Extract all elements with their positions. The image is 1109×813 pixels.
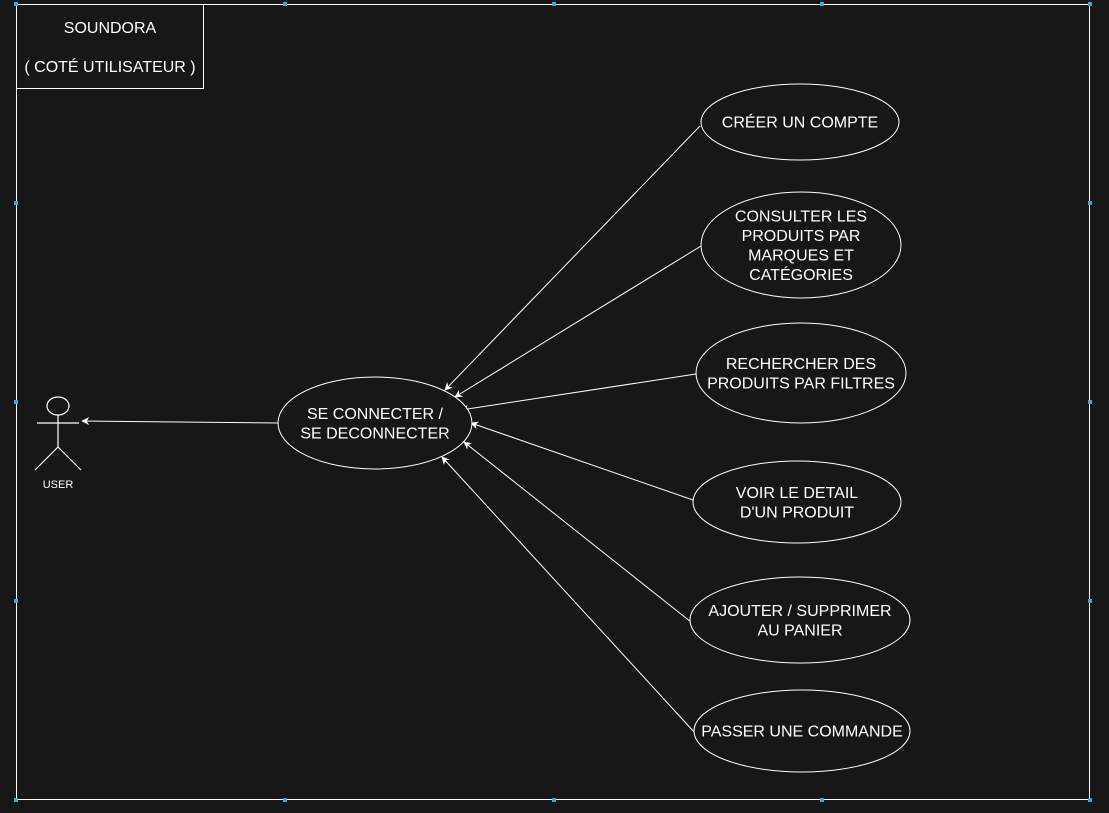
resize-handle[interactable]: [14, 2, 18, 6]
use-case-label-line: MARQUES ET: [748, 247, 854, 264]
frame-title-line-1: SOUNDORA: [64, 20, 157, 37]
frame-title-line-2: ( COTÉ UTILISATEUR ): [24, 57, 195, 76]
resize-handle[interactable]: [820, 798, 824, 802]
use-case-label-line: CONSULTER LES: [735, 208, 867, 225]
use-case-label-line: SE DECONNECTER: [300, 425, 449, 442]
use-case-ellipse: [700, 191, 902, 299]
use-case-label-line: SE CONNECTER /: [307, 406, 444, 423]
use-case-label: PASSER UNE COMMANDE: [701, 724, 903, 741]
association-line-place-order[interactable]: [441, 456, 696, 734]
resize-handle[interactable]: [283, 2, 287, 6]
resize-handle[interactable]: [552, 798, 556, 802]
stick-figure-icon: [34, 396, 82, 471]
use-case-label-line: PRODUITS PAR FILTRES: [707, 375, 895, 392]
use-case-label-line: VOIR LE DETAIL: [736, 485, 859, 502]
resize-handle[interactable]: [1088, 798, 1092, 802]
use-case-label: AJOUTER / SUPPRIMER AU PANIER: [708, 603, 891, 640]
use-case-label-line: D'UN PRODUIT: [740, 504, 854, 521]
use-case-label: SE CONNECTER / SE DECONNECTER: [300, 406, 449, 443]
association-line-browse-products[interactable]: [454, 245, 702, 398]
resize-handle[interactable]: [14, 400, 18, 404]
use-case-view-product-detail[interactable]: VOIR LE DETAIL D'UN PRODUIT: [692, 460, 902, 544]
use-case-create-account[interactable]: CRÉER UN COMPTE: [700, 83, 900, 161]
use-case-ellipse: [692, 460, 902, 544]
use-case-label-line: AU PANIER: [757, 622, 842, 639]
actor-user[interactable]: USER: [34, 396, 82, 491]
use-case-label: VOIR LE DETAIL D'UN PRODUIT: [736, 485, 859, 522]
actor-label: USER: [43, 479, 74, 491]
association-line-actor[interactable]: [81, 417, 279, 426]
use-case-label-line: CRÉER UN COMPTE: [722, 113, 878, 132]
use-case-add-remove-cart[interactable]: AJOUTER / SUPPRIMER AU PANIER: [689, 576, 911, 664]
use-case-search-products[interactable]: RECHERCHER DES PRODUITS PAR FILTRES: [695, 322, 907, 424]
use-case-label-line: PASSER UNE COMMANDE: [701, 724, 903, 741]
use-case-label: CRÉER UN COMPTE: [722, 113, 878, 132]
use-case-ellipse: [695, 322, 907, 424]
use-case-connect-disconnect[interactable]: SE CONNECTER / SE DECONNECTER: [277, 376, 473, 470]
system-boundary-frame[interactable]: [16, 4, 1090, 800]
association-line-add-remove-cart[interactable]: [463, 441, 692, 623]
use-case-group: CRÉER UN COMPTE CONSULTER LES PRODUITS PAR…: [689, 83, 911, 773]
resize-handle[interactable]: [820, 2, 824, 6]
resize-handle[interactable]: [14, 201, 18, 205]
use-case-label-line: CATÉGORIES: [749, 265, 853, 284]
use-case-label-line: AJOUTER / SUPPRIMER: [708, 603, 891, 620]
resize-handle[interactable]: [552, 2, 556, 6]
association-line-create-account[interactable]: [444, 125, 701, 391]
use-case-label-line: RECHERCHER DES: [726, 356, 876, 373]
frame-selection-handles: [14, 2, 1092, 802]
resize-handle[interactable]: [14, 798, 18, 802]
association-lines: [81, 125, 702, 734]
use-case-label: RECHERCHER DES PRODUITS PAR FILTRES: [707, 356, 895, 393]
resize-handle[interactable]: [1088, 400, 1092, 404]
use-case-label-line: PRODUITS PAR: [742, 228, 861, 245]
resize-handle[interactable]: [1088, 599, 1092, 603]
use-case-ellipse: [689, 576, 911, 664]
resize-handle[interactable]: [14, 599, 18, 603]
association-line-search-products[interactable]: [460, 373, 697, 413]
resize-handle[interactable]: [1088, 2, 1092, 6]
frame-title-box[interactable]: SOUNDORA ( COTÉ UTILISATEUR ): [16, 4, 204, 89]
use-case-ellipse: [700, 83, 900, 161]
use-case-place-order[interactable]: PASSER UNE COMMANDE: [693, 689, 911, 773]
association-line-view-product-detail[interactable]: [470, 421, 694, 501]
resize-handle[interactable]: [1088, 201, 1092, 205]
use-case-ellipse: [693, 689, 911, 773]
resize-handle[interactable]: [283, 798, 287, 802]
